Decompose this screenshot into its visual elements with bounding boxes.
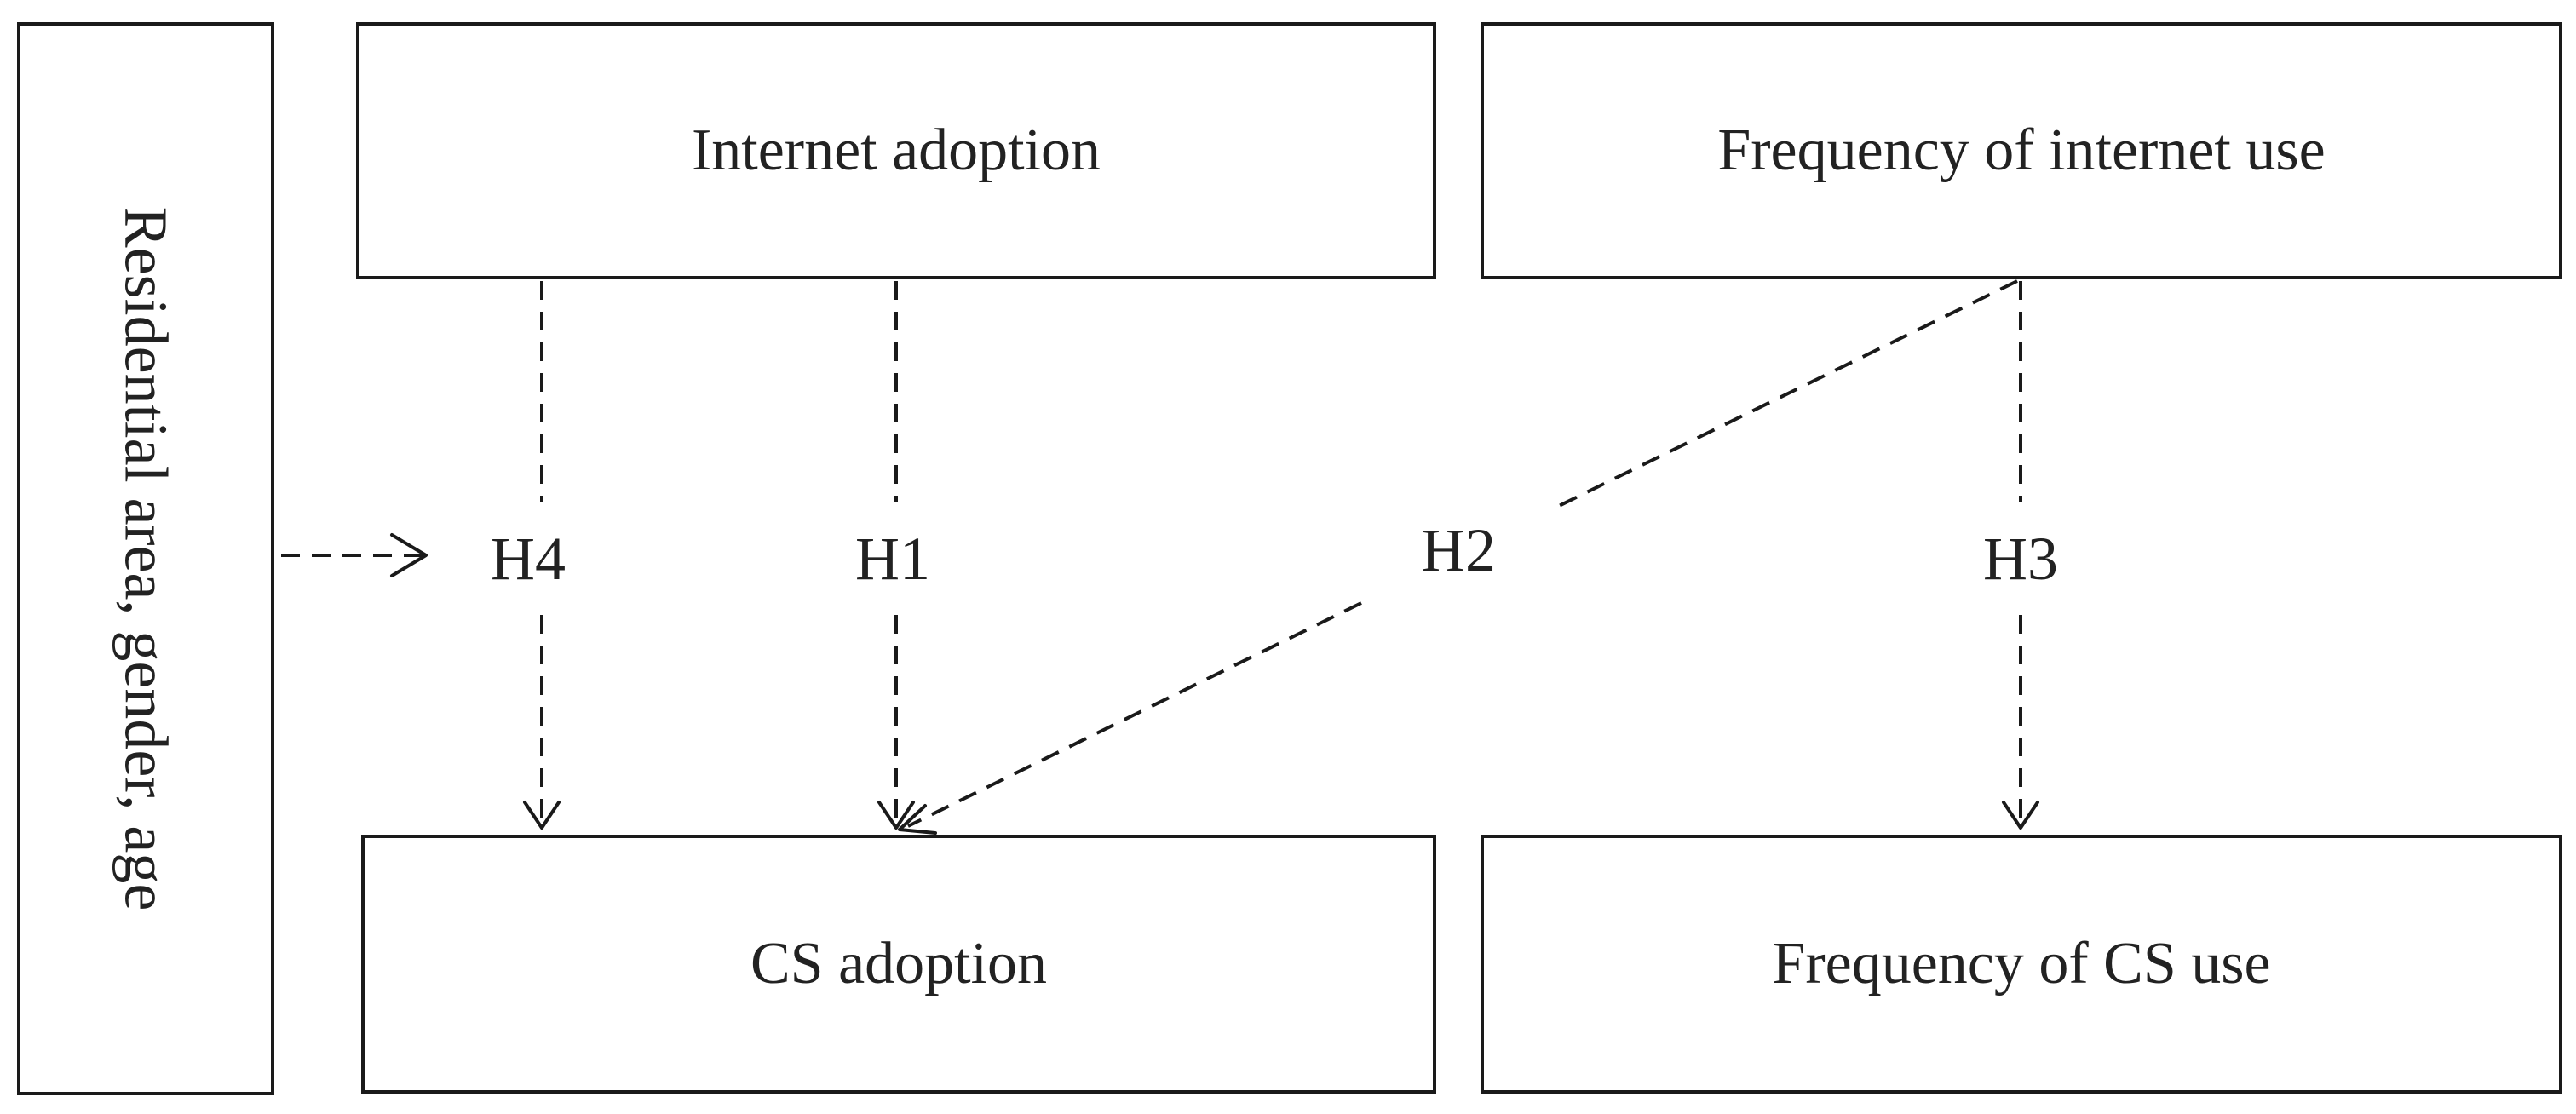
control-variables-box: Residential area, gender, age xyxy=(17,22,274,1095)
frequency-cs-use-label: Frequency of CS use xyxy=(1772,931,2271,996)
frequency-internet-use-label: Frequency of internet use xyxy=(1717,118,2326,183)
h2-edge-upper xyxy=(1558,279,2018,508)
hypothesis-h3-label: H3 xyxy=(1975,523,2067,594)
cs-adoption-label: CS adoption xyxy=(750,931,1048,996)
control-variables-label: Residential area, gender, age xyxy=(112,206,181,911)
h3-arrowhead xyxy=(2002,801,2039,830)
frequency-cs-use-box: Frequency of CS use xyxy=(1481,835,2562,1094)
hypothesis-h2-label: H2 xyxy=(1421,516,1496,584)
cs-adoption-box: CS adoption xyxy=(361,835,1436,1094)
hypothesis-h4-label: H4 xyxy=(482,523,574,594)
h2-arrowhead xyxy=(898,804,937,835)
internet-adoption-box: Internet adoption xyxy=(356,22,1436,279)
h1-arrowhead xyxy=(877,801,915,830)
h2-edge-lower xyxy=(907,601,1362,828)
internet-adoption-label: Internet adoption xyxy=(691,118,1101,183)
h4-arrowhead xyxy=(523,801,561,830)
hypothesis-h1-label: H1 xyxy=(847,523,939,594)
frequency-internet-use-box: Frequency of internet use xyxy=(1481,22,2562,279)
side-arrowhead xyxy=(390,533,428,577)
